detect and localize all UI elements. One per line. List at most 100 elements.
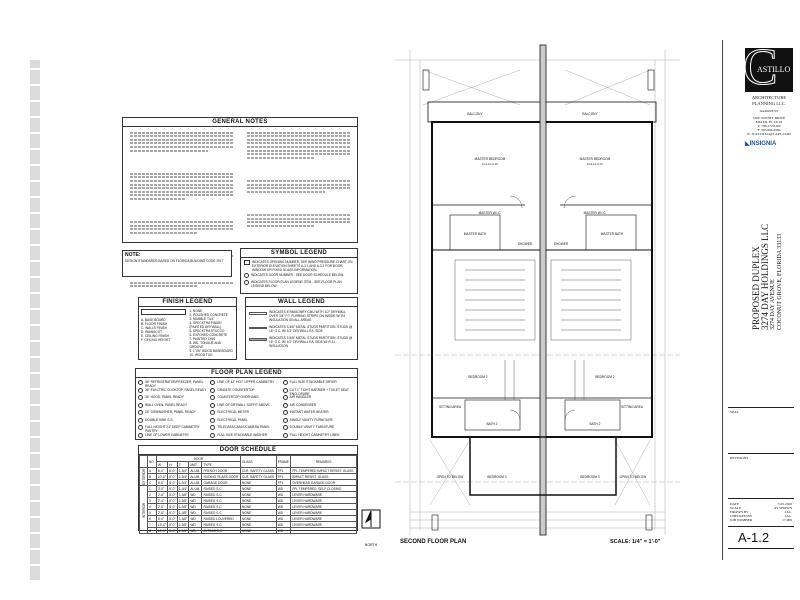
sheet-number: A-1.2 <box>738 530 770 545</box>
room-label-master-wic: MASTER W.I.C. <box>479 211 502 215</box>
floor-legend-item: AIR HANDLER <box>282 395 355 403</box>
cell-w: 13'-0" <box>155 527 169 534</box>
legend-number-icon <box>210 387 216 393</box>
floor-legend-text: AIR CONDENSER <box>289 402 317 407</box>
titleblock-key: DRAWN BY <box>730 510 749 514</box>
room-label-bath2: BATH 2 <box>590 422 601 426</box>
wall-legend-title: WALL LEGEND <box>246 298 357 307</box>
north-arrow: NORTH <box>360 508 382 547</box>
wall-legend: WALL LEGEND INDICATES 8"/MASONRY CMU WIT… <box>245 297 358 360</box>
legend-number-icon <box>138 402 143 408</box>
floor-legend-text: CUT 1" TIGHT BARRIER + TOILET SEAT ENCLO… <box>289 387 349 396</box>
symbol-legend: SYMBOL LEGEND INDICATES OPENING NUMBER, … <box>240 248 358 294</box>
room-label-bedroom2: BEDROOM 2 <box>595 375 614 379</box>
symbol-item: INDICATES FLOOR PLAN LEGEND ITEM - SEE F… <box>251 279 342 288</box>
legend-number-icon <box>282 410 288 415</box>
titleblock-key: DATE <box>730 502 739 506</box>
floor-legend-item: LINE OF DRYWALL SOFFIT ABOVE <box>210 402 282 411</box>
finish-key: C. WALLS FINISH <box>141 326 168 330</box>
note-title: NOTE: <box>125 252 141 258</box>
legend-number-icon <box>210 380 216 385</box>
project-title: PROPOSED DUPLEX 3274 DAY HOLDINGS LLC 32… <box>751 223 784 330</box>
titleblock-value: AS SHOWN <box>773 506 792 510</box>
floor-legend-item: FULL SIZE STACKABLE DRYER <box>282 380 355 388</box>
divider <box>728 526 794 527</box>
cell-remarks <box>290 527 357 534</box>
legend-number-icon <box>138 425 143 430</box>
firm-logo: C ASTILLO <box>745 48 793 92</box>
legend-number-icon <box>282 395 288 400</box>
finish-item: 6. EXPOSED CONCRETE <box>189 333 228 337</box>
floor-legend-text: AIR HANDLER <box>289 395 312 399</box>
floor-legend-text: 36" HOOD, PANEL READY <box>145 395 184 399</box>
floor-legend-text: ELECTRICAL METER <box>217 410 249 414</box>
legend-number-icon <box>282 432 288 438</box>
sheet-scale: SCALE: 1/4" = 1'-0" <box>610 539 661 545</box>
cell-h: 8'-0" <box>167 527 178 534</box>
finish-key: D. WAINSCOT <box>141 330 163 334</box>
titleblock-value: JAC. <box>784 510 792 514</box>
legend-number-icon <box>138 417 143 423</box>
floor-legend-item: INSTANT WATER HEATER <box>282 410 355 418</box>
cell-mat: WD <box>188 527 203 534</box>
symbol-item: INDICATES DOOR NUMBER - SEE DOOR SCHEDUL… <box>251 273 344 277</box>
room-label-open-below: OPEN TO BELOW <box>437 475 464 479</box>
room-label-sitting: SITTING AREA <box>439 405 462 409</box>
floor-legend-item: SINGLE VANITY FURNITURE <box>282 417 355 426</box>
room-label-bedroom3: BEDROOM 3 <box>487 475 506 479</box>
floor-legend-item: DOUBLE SINK S.S. <box>138 417 210 426</box>
room-label-bath2: BATH 2 <box>487 422 498 426</box>
legend-number-icon <box>138 395 143 400</box>
col-frame: FRAME <box>275 455 292 468</box>
title-block-border <box>722 40 723 560</box>
seal-label: SEAL <box>730 410 739 414</box>
finish-item: 4. SPECKTRA FINISH (PAINTED DRYWALL) <box>189 321 222 329</box>
door-tag-icon <box>244 273 249 278</box>
floor-legend-item: 24" DISHWASHER, PANEL READY <box>138 410 210 418</box>
floor-legend-text: 36" ELECTRIC COOKTOP, PANEL READY <box>145 387 207 392</box>
project-owner: 3274 DAY HOLDINGS LLC <box>760 223 770 330</box>
floor-legend-item: DOUBLE VANITY FURNITURE <box>282 425 355 433</box>
firm-line1: ARCHITECTURE <box>751 95 787 100</box>
finish-item: 3. MARBLE TILE <box>189 317 214 321</box>
divider <box>728 407 794 408</box>
finish-item: 8. WD. TONGUE AND GROOVE <box>189 341 222 349</box>
col-no: NO. <box>147 455 157 468</box>
floor-legend-text: LINE OF LOWER CABINETRY <box>145 432 190 437</box>
floor-legend-text: WALL OVEN, PANEL READY <box>145 402 188 407</box>
sheet-title: SECOND FLOOR PLAN <box>400 539 467 545</box>
wall-item: INDICATES 3-5/8" METAL STUDS PARTITION, … <box>269 325 353 333</box>
col-remarks: REMARKS <box>290 455 357 468</box>
revisions-label: REVISIONS <box>730 456 749 460</box>
finish-legend-title: FINISH LEGEND <box>139 298 236 307</box>
floor-legend-text: DOUBLE SINK S.S. <box>145 417 174 422</box>
divider <box>728 453 794 454</box>
room-label-master-bedroom: MASTER BEDROOM <box>580 157 611 161</box>
floor-legend-text: FULL HEIGHT CABINETRY LINEN <box>289 432 340 437</box>
finish-key-box <box>141 309 186 315</box>
room-label-balcony: BALCONY <box>467 112 483 116</box>
cell-no: 8 <box>147 527 157 534</box>
floor-legend-item: ELECTRICAL METER <box>210 410 282 418</box>
col-glass: GLASS <box>239 455 277 468</box>
legend-number-icon <box>210 425 216 430</box>
floor-legend-item: GRANITE COUNTERTOP <box>210 387 282 396</box>
project-street: 3274 DAY AVENUE <box>770 279 776 330</box>
legend-number-icon <box>282 425 288 430</box>
symbol-item: INDICATES OPENING NUMBER, SEE WIND PRESS… <box>252 259 353 272</box>
floor-legend-text: COUNTERTOP OVERHANG <box>217 395 259 399</box>
walls <box>422 44 657 536</box>
finish-item: 1. NONE <box>189 309 203 313</box>
opening-tag-icon <box>244 259 250 265</box>
titleblock-value: JAC. <box>784 514 792 518</box>
second-floor-plan: BALCONY BALCONY MASTER BEDROOM MASTER BE… <box>395 44 680 536</box>
floor-legend-item: COUNTERTOP OVERHANG <box>210 395 282 403</box>
stairs <box>454 195 632 421</box>
